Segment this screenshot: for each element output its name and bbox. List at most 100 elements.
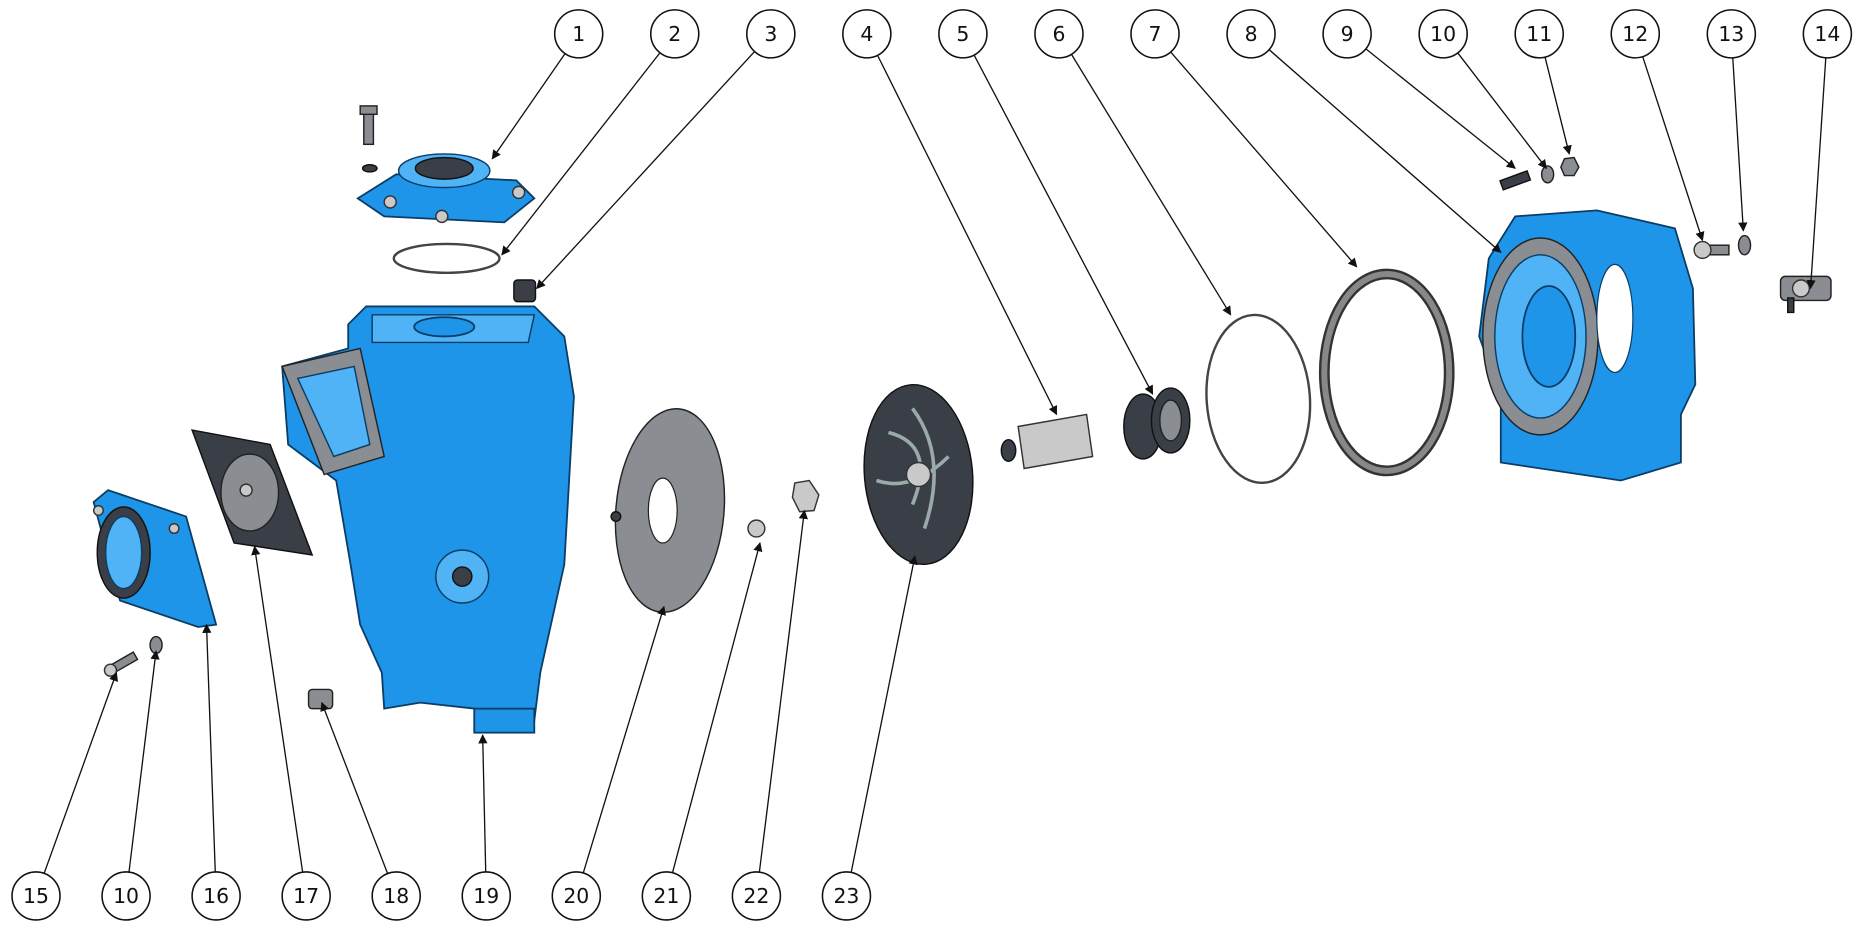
balloon-circle <box>731 871 782 921</box>
leader-line <box>1806 57 1827 290</box>
item-balloon: 5 <box>938 9 988 59</box>
balloon-circle <box>746 9 796 59</box>
item-balloon: 7 <box>1130 9 1180 59</box>
item-balloon: 19 <box>461 871 512 921</box>
item-balloon: 1 <box>553 9 604 59</box>
balloon-circle <box>821 871 872 921</box>
part-gasket <box>1318 268 1455 477</box>
balloon-number: 10 <box>1430 22 1456 46</box>
leader-line <box>128 650 160 873</box>
balloon-circle <box>1706 9 1757 59</box>
balloon-circle <box>101 871 151 921</box>
leader-line <box>43 671 118 874</box>
balloon-circle <box>1034 9 1084 59</box>
leader-line <box>251 545 304 873</box>
leader-line <box>1457 52 1547 170</box>
balloon-number: 4 <box>860 22 873 46</box>
leader-line <box>1732 57 1748 232</box>
item-balloon: 15 <box>11 871 61 921</box>
balloon-number: 19 <box>473 884 499 908</box>
leader-line <box>320 701 389 874</box>
part-drain-plug <box>307 688 334 710</box>
leader-line <box>582 605 666 874</box>
item-balloon: 9 <box>1322 9 1372 59</box>
balloon-circle <box>649 9 700 59</box>
balloon-number: 10 <box>113 884 139 908</box>
item-balloon: 2 <box>649 9 700 59</box>
part-o-ring-large <box>1205 313 1312 484</box>
leader-line <box>536 51 756 290</box>
balloon-circle <box>1802 9 1853 59</box>
item-balloon: 8 <box>1226 9 1276 59</box>
balloon-number: 7 <box>1149 22 1162 46</box>
leader-line <box>973 54 1154 395</box>
leader-line <box>202 623 216 872</box>
part-bolt-15 <box>103 651 139 677</box>
balloon-number: 1 <box>572 22 585 46</box>
leader-line <box>850 555 918 873</box>
leader-line <box>1642 56 1705 242</box>
item-balloon: 10 <box>1418 9 1468 59</box>
item-balloon: 17 <box>281 871 331 921</box>
balloon-number: 12 <box>1622 22 1648 46</box>
balloon-circle <box>551 871 602 921</box>
balloon-circle <box>191 871 241 921</box>
balloon-number: 3 <box>764 22 777 46</box>
balloon-circle <box>842 9 892 59</box>
item-balloon: 21 <box>641 871 692 921</box>
part-bolt-12 <box>1693 240 1730 260</box>
parts <box>92 105 1832 734</box>
leader-line <box>491 53 566 160</box>
part-shaft-sleeve <box>1000 413 1094 470</box>
part-flap-valve <box>190 429 314 556</box>
item-balloon: 13 <box>1706 9 1757 59</box>
balloon-circle <box>461 871 512 921</box>
balloon-number: 14 <box>1814 22 1840 46</box>
balloon-circle <box>281 871 331 921</box>
leader-line <box>1070 54 1232 316</box>
balloon-number: 23 <box>833 884 859 908</box>
balloon-number: 15 <box>23 884 49 908</box>
part-plug <box>513 279 537 303</box>
part-washer-10-bottom <box>149 635 163 655</box>
part-coupling-clamp <box>1779 275 1832 314</box>
leader-line <box>1268 49 1502 253</box>
part-washer-10-top <box>1540 165 1555 184</box>
part-mechanical-seal <box>1123 387 1191 460</box>
part-bearing-cover <box>356 105 536 224</box>
balloon-number: 6 <box>1052 22 1065 46</box>
balloon-number: 13 <box>1718 22 1744 46</box>
part-washer-13 <box>1737 234 1752 256</box>
item-balloon: 10 <box>101 871 151 921</box>
balloon-number: 20 <box>563 884 589 908</box>
leader-line <box>758 509 808 873</box>
balloon-number: 22 <box>743 884 769 908</box>
balloon-number: 2 <box>668 22 681 46</box>
part-suction-flange <box>92 489 218 628</box>
item-balloon: 16 <box>191 871 241 921</box>
leader-lines <box>43 48 1827 874</box>
item-balloon: 14 <box>1802 9 1853 59</box>
part-stud <box>1499 169 1532 191</box>
balloon-number: 5 <box>956 22 969 46</box>
leader-line <box>501 52 661 256</box>
item-balloon: 12 <box>1610 9 1661 59</box>
part-nut <box>791 479 820 513</box>
item-balloon: 18 <box>371 871 422 921</box>
balloon-number: 8 <box>1245 22 1258 46</box>
balloon-circle <box>1226 9 1276 59</box>
leader-line <box>1365 48 1516 169</box>
part-wear-plate <box>610 408 726 614</box>
part-impeller <box>863 383 974 566</box>
balloon-circle <box>641 871 692 921</box>
item-balloon: 11 <box>1514 9 1565 59</box>
leader-line <box>671 542 763 873</box>
item-balloon: 4 <box>842 9 892 59</box>
item-balloon: 23 <box>821 871 872 921</box>
balloon-number: 16 <box>203 884 229 908</box>
part-bearing-bracket <box>1478 209 1697 482</box>
balloon-number: 18 <box>383 884 409 908</box>
item-balloon: 20 <box>551 871 602 921</box>
